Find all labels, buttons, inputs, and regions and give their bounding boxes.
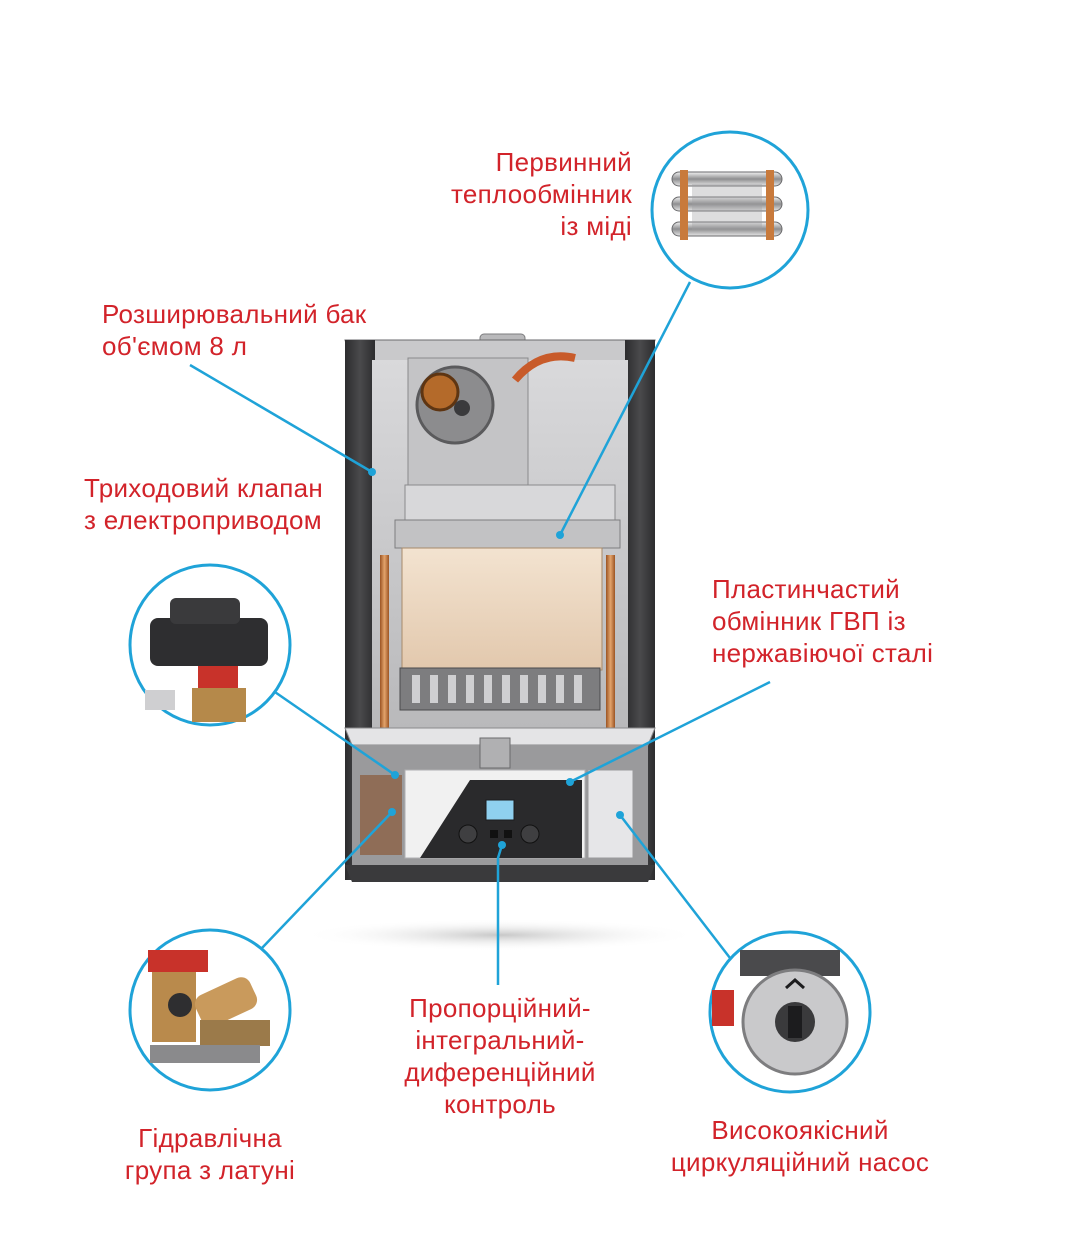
label-line: контроль xyxy=(444,1089,556,1119)
pump-icon xyxy=(712,950,849,1076)
casing-bottom xyxy=(345,865,655,882)
label-line: циркуляційний насос xyxy=(670,1147,930,1177)
fan-coil xyxy=(420,372,460,412)
boiler-unit xyxy=(344,333,656,882)
label-line: Розширювальний бак xyxy=(102,299,367,329)
leader-lines xyxy=(189,281,771,985)
display-icon xyxy=(485,799,515,821)
label-line: Пропорційний- xyxy=(409,993,591,1023)
label-line: Гідравлічна xyxy=(138,1123,282,1153)
label-expansion-tank: Розширювальний бак об'ємом 8 л xyxy=(102,298,367,362)
leader-dots xyxy=(368,468,624,849)
leader-hydraulic-group xyxy=(261,811,393,949)
fan-hub xyxy=(454,400,470,416)
leader-plate-exchanger xyxy=(569,680,771,784)
gas-pipe-top xyxy=(511,352,576,383)
gas-valve xyxy=(479,737,511,769)
label-line: Первинний xyxy=(495,147,632,177)
label-line: інтегральний- xyxy=(415,1025,585,1055)
valve-group-area xyxy=(360,775,402,855)
label-line: із міді xyxy=(560,211,632,241)
leader-expansion-tank xyxy=(189,363,373,474)
combustion-chamber xyxy=(401,547,603,671)
label-plate-exchanger: Пластинчастий обмінник ГВП із нержавіючо… xyxy=(712,573,933,669)
label-line: об'ємом 8 л xyxy=(102,331,248,361)
label-three-way-valve: Триходовий клапан з електроприводом xyxy=(84,472,323,536)
label-line: Пластинчастий xyxy=(712,574,900,604)
label-pid-control: Пропорційний- інтегральний- диференційни… xyxy=(360,992,640,1120)
leader-circulation-pump xyxy=(619,814,731,959)
button-2 xyxy=(504,830,512,838)
valve-actuator-icon xyxy=(145,598,268,722)
label-line: Триходовий клапан xyxy=(84,473,324,503)
label-primary-exchanger: Первинний теплообмінник із міді xyxy=(451,146,632,242)
callout-three-way-valve xyxy=(128,563,292,727)
floor-shadow xyxy=(300,919,700,951)
left-knob xyxy=(458,824,478,844)
label-line: теплообмінник xyxy=(450,179,632,209)
copper-pipe-right xyxy=(606,555,615,735)
heat-exchanger-icon xyxy=(671,170,783,240)
button-1 xyxy=(490,830,498,838)
heat-exchanger-bar xyxy=(394,519,621,549)
leader-primary-exchanger xyxy=(558,281,692,536)
label-circulation-pump: Високоякісний циркуляційний насос xyxy=(650,1114,950,1178)
label-line: диференційний xyxy=(404,1057,596,1087)
label-line: нержавіючої сталі xyxy=(712,638,934,668)
leader-three-way-valve xyxy=(271,688,396,777)
label-line: з електроприводом xyxy=(84,505,322,535)
label-line: група з латуні xyxy=(124,1155,296,1185)
right-knob xyxy=(520,824,540,844)
callout-circulation-pump xyxy=(708,930,872,1094)
label-hydraulic-group: Гідравлічна група з латуні xyxy=(80,1122,340,1186)
plate-exchanger-module xyxy=(587,769,634,859)
callout-primary-exchanger xyxy=(650,130,810,290)
copper-pipe-left xyxy=(380,555,389,735)
leader-pid-control xyxy=(496,844,504,985)
label-line: Високоякісний xyxy=(711,1115,889,1145)
burner-nozzles xyxy=(412,675,582,703)
brass-group-icon xyxy=(148,950,270,1063)
callout-hydraulic-group xyxy=(128,928,292,1092)
label-line: обмінник ГВП із xyxy=(712,606,906,636)
